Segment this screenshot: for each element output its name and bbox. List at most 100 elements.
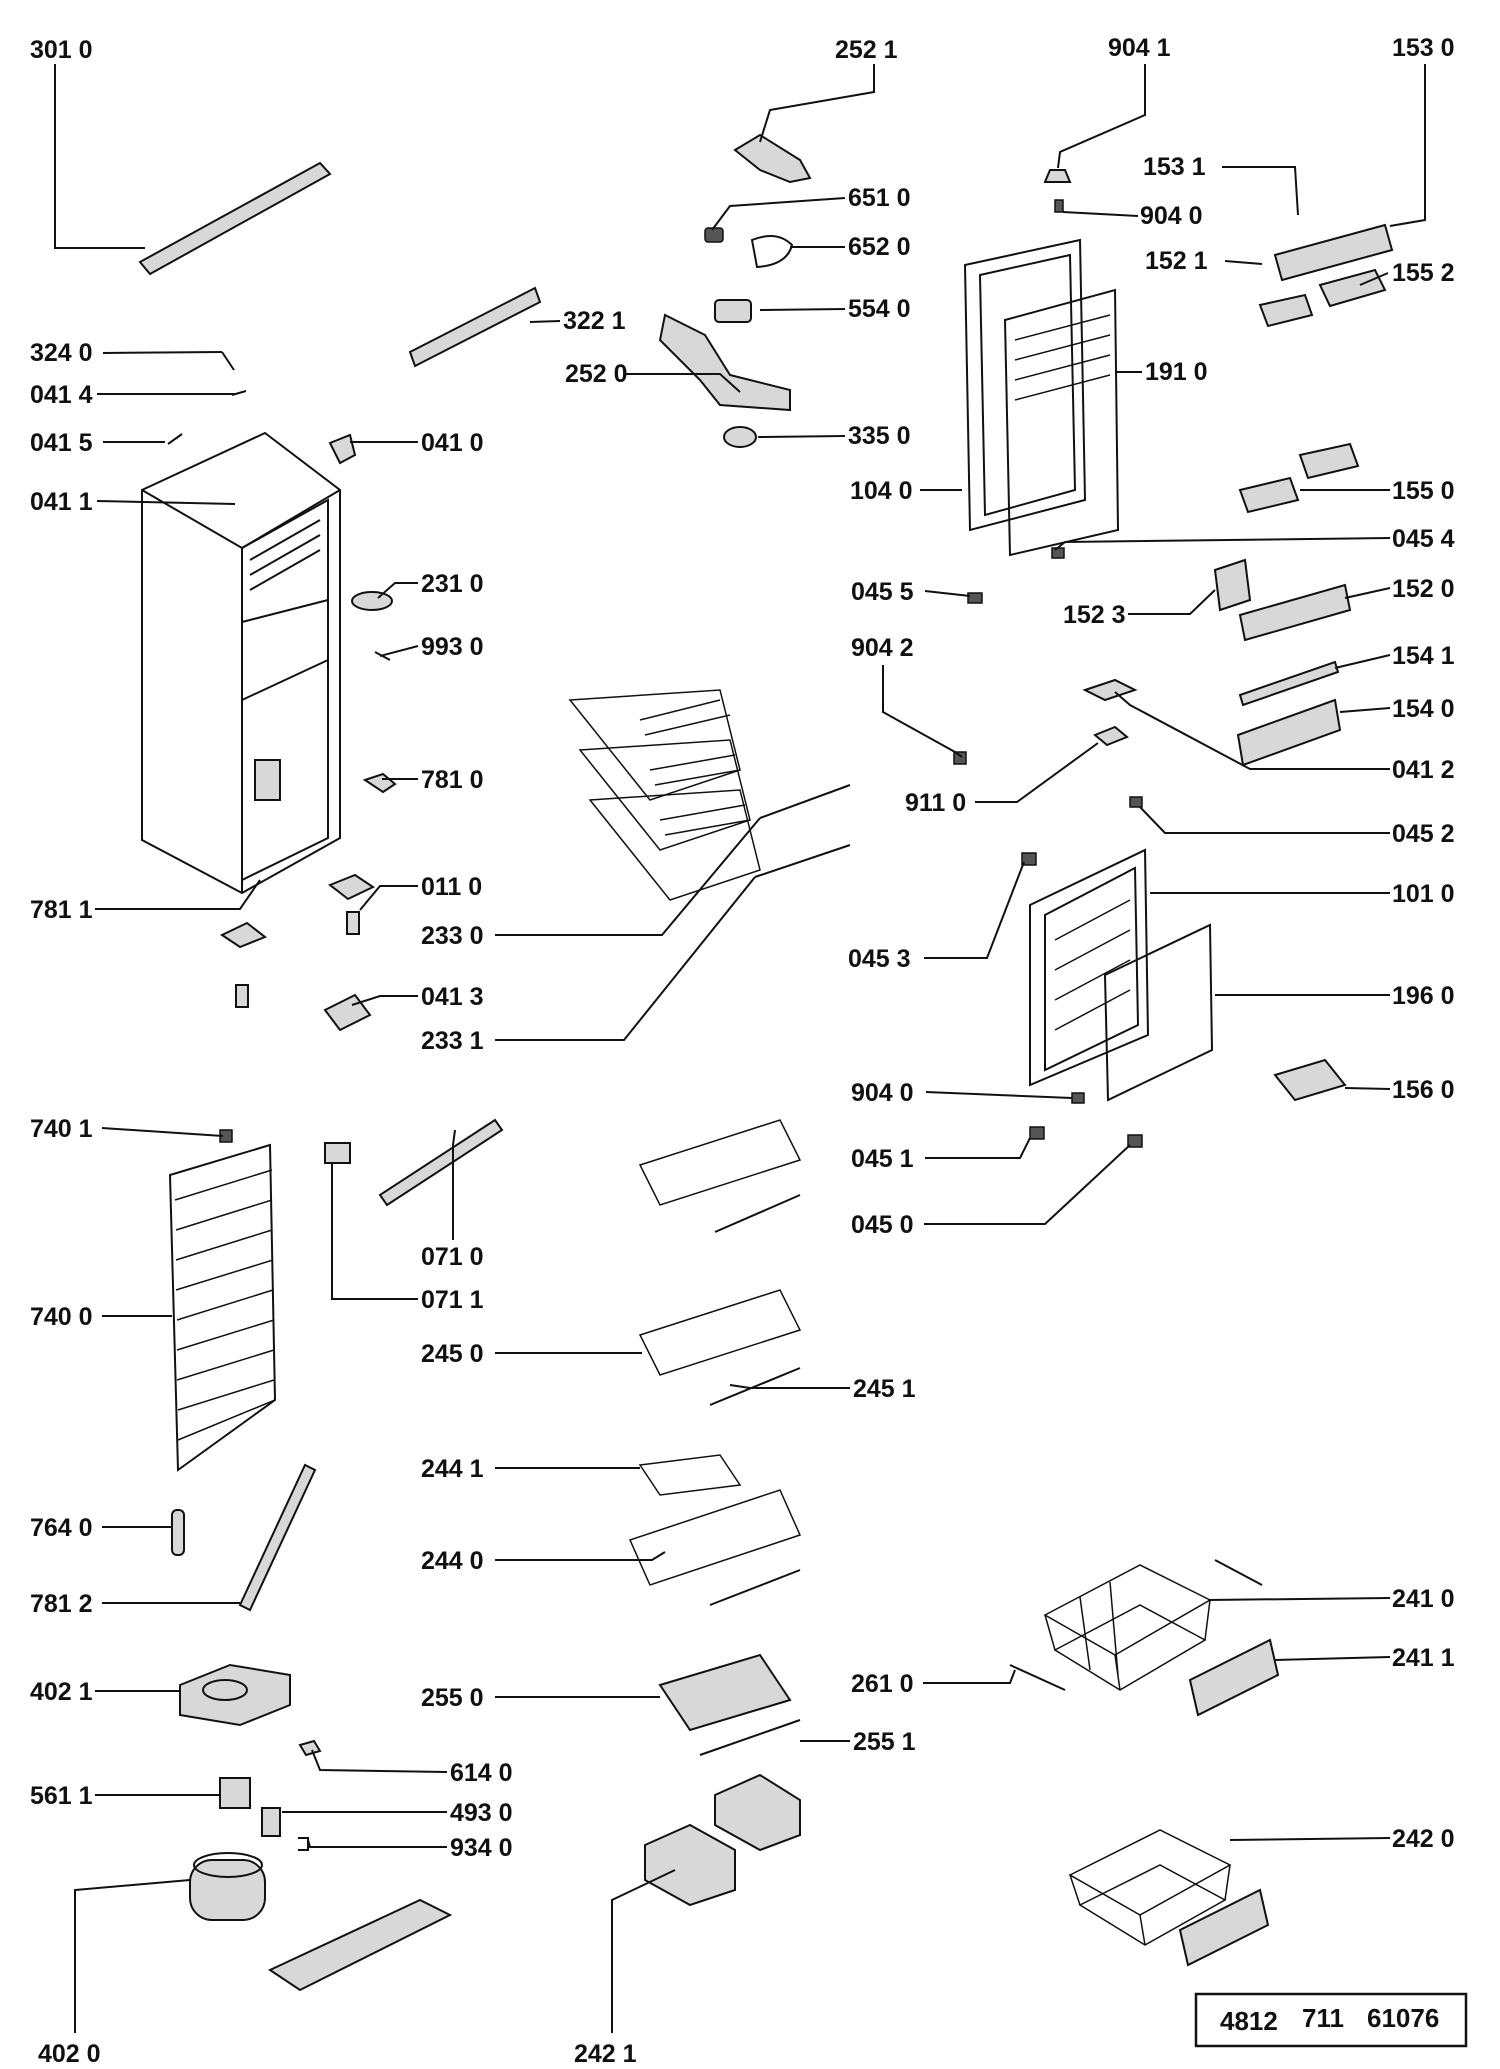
part-screw-9040b xyxy=(1071,1092,1085,1104)
part-pin-0451 xyxy=(1029,1126,1045,1140)
label-904-2: 904 2 xyxy=(851,634,914,662)
label-041-2: 041 2 xyxy=(1392,756,1455,784)
label-045-2: 045 2 xyxy=(1392,820,1455,848)
label-740-0: 740 0 xyxy=(30,1303,93,1331)
part-drier-7640 xyxy=(171,1509,185,1556)
label-045-1: 045 1 xyxy=(851,1145,914,1173)
part-bolt-7811 xyxy=(235,984,249,1008)
label-245-0: 245 0 xyxy=(421,1340,484,1368)
label-041-1: 041 1 xyxy=(30,488,93,516)
label-041-4: 041 4 xyxy=(30,381,93,409)
document-code-part-2: 711 xyxy=(1302,2003,1344,2033)
label-740-1: 740 1 xyxy=(30,1115,93,1143)
part-rail-0710 xyxy=(378,1118,504,1207)
part-divider-1523 xyxy=(1213,558,1252,612)
label-152-1: 152 1 xyxy=(1145,247,1208,275)
part-foot-011 xyxy=(328,873,376,901)
label-152-0: 152 0 xyxy=(1392,575,1455,603)
label-245-1: 245 1 xyxy=(853,1375,916,1403)
part-drip-tray-circle xyxy=(202,1679,248,1701)
part-bracket-0711 xyxy=(324,1142,351,1164)
part-tray-1550a xyxy=(1238,476,1300,514)
label-904-0-top: 904 0 xyxy=(1140,202,1203,230)
label-045-3: 045 3 xyxy=(848,945,911,973)
part-shelf-2330b xyxy=(638,1119,802,1206)
part-lower-door xyxy=(1029,848,1214,1102)
part-front-2420 xyxy=(1178,1888,1270,1967)
document-code: 4812 711 61076 xyxy=(1194,1992,1468,2048)
part-upper-door xyxy=(963,238,1120,557)
label-301-0: 301 0 xyxy=(30,36,93,64)
part-shelf-2450 xyxy=(638,1289,802,1376)
label-402-1: 402 1 xyxy=(30,1678,93,1706)
label-154-0: 154 0 xyxy=(1392,695,1455,723)
part-crisper-b xyxy=(714,1773,801,1852)
label-244-1: 244 1 xyxy=(421,1455,484,1483)
label-255-0: 255 0 xyxy=(421,1684,484,1712)
label-255-1: 255 1 xyxy=(853,1728,916,1756)
label-242-1: 242 1 xyxy=(574,2040,637,2068)
label-153-0: 153 0 xyxy=(1392,34,1455,62)
label-045-4: 045 4 xyxy=(1392,525,1455,553)
label-045-0: 045 0 xyxy=(851,1211,914,1239)
part-rail-2330 xyxy=(759,784,851,819)
leader-lines xyxy=(54,64,1426,2033)
part-shelf-2440 xyxy=(628,1489,802,1586)
label-651-0: 651 0 xyxy=(848,184,911,212)
label-554-0: 554 0 xyxy=(848,295,911,323)
part-relay-5611 xyxy=(219,1777,251,1809)
part-rail-under-1 xyxy=(714,1194,801,1233)
part-bar-1541 xyxy=(1238,660,1340,707)
label-011-0: 011 0 xyxy=(421,873,482,901)
label-322-1: 322 1 xyxy=(563,307,626,335)
label-155-0: 155 0 xyxy=(1392,477,1455,505)
part-bracket-0413 xyxy=(323,993,372,1032)
part-basket-2410 xyxy=(1043,1564,1212,1691)
part-wire-shelves xyxy=(568,689,761,901)
part-foot-781 xyxy=(362,772,397,794)
part-ice-tray-1560 xyxy=(1273,1058,1347,1102)
label-155-2: 155 2 xyxy=(1392,259,1455,287)
label-153-1: 153 1 xyxy=(1143,153,1206,181)
label-104-0: 104 0 xyxy=(850,477,913,505)
label-252-1: 252 1 xyxy=(835,36,898,64)
part-top-bar xyxy=(138,161,332,276)
part-hinge-9110 xyxy=(1093,725,1129,747)
part-crisper-a xyxy=(644,1823,736,1907)
label-196-0: 196 0 xyxy=(1392,982,1455,1010)
part-clip-0410 xyxy=(328,433,357,465)
label-071-1: 071 1 xyxy=(421,1286,484,1314)
part-cap-4930 xyxy=(261,1807,281,1837)
part-drip-tray-4021 xyxy=(179,1663,291,1727)
part-cabinet xyxy=(141,431,341,895)
part-lamp-231 xyxy=(351,591,393,611)
part-foot-7811 xyxy=(219,921,267,949)
part-door-bin-1530 xyxy=(1273,223,1394,282)
part-pin-0450 xyxy=(1127,1134,1143,1148)
part-bolt-011 xyxy=(346,911,360,935)
part-screw-9042 xyxy=(953,751,967,765)
label-493-0: 493 0 xyxy=(450,1799,513,1827)
label-911-0: 911 0 xyxy=(905,789,966,817)
label-041-5: 041 5 xyxy=(30,429,93,457)
label-071-0: 071 0 xyxy=(421,1243,484,1271)
part-compressor xyxy=(189,1852,266,1921)
label-244-0: 244 0 xyxy=(421,1547,484,1575)
label-154-1: 154 1 xyxy=(1392,642,1455,670)
part-rail-basket xyxy=(1214,1559,1263,1586)
part-rail-2451 xyxy=(709,1367,801,1406)
label-233-1: 233 1 xyxy=(421,1027,484,1055)
part-clip-9340 xyxy=(298,1837,309,1851)
part-door-bin-1520 xyxy=(1238,583,1352,642)
label-764-0: 764 0 xyxy=(30,1514,93,1542)
label-561-1: 561 1 xyxy=(30,1782,93,1810)
label-241-0: 241 0 xyxy=(1392,1585,1455,1613)
part-ring-335 xyxy=(723,426,757,448)
part-relay-6140 xyxy=(298,1739,322,1757)
part-rail-2551 xyxy=(699,1719,801,1756)
label-101-0: 101 0 xyxy=(1392,880,1455,908)
label-652-0: 652 0 xyxy=(848,233,911,261)
part-front-2411 xyxy=(1188,1638,1280,1717)
label-041-3: 041 3 xyxy=(421,983,484,1011)
